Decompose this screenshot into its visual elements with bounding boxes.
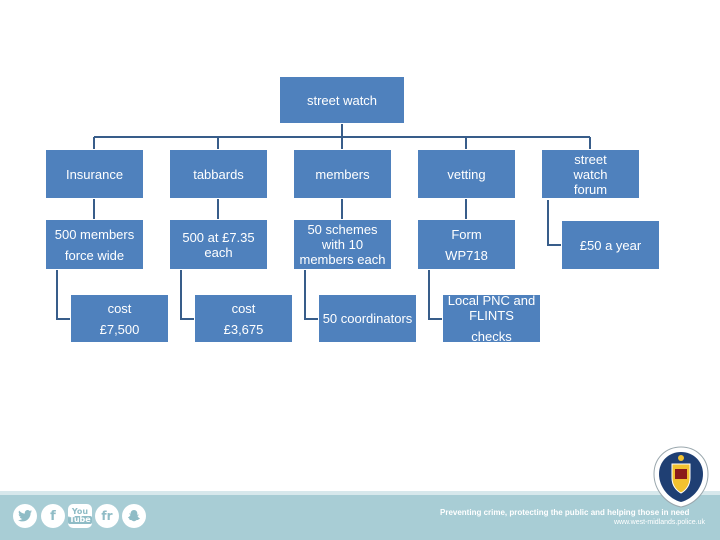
node-label-line: members each — [299, 252, 386, 267]
node-members: members — [293, 149, 392, 199]
node-street-watch: street watch — [279, 76, 405, 124]
node-label-line: 50 schemes — [307, 222, 378, 237]
node-label-line: Local PNC and — [447, 293, 536, 308]
node-label: street watch — [306, 92, 378, 108]
node-label-line: Form — [451, 226, 482, 242]
node-tabbards: tabbards — [169, 149, 268, 199]
node-label: vetting — [447, 166, 486, 182]
node-insurance: Insurance — [45, 149, 144, 199]
node-vetting: vetting — [417, 149, 516, 199]
node-cost-insurance: cost £7,500 — [70, 294, 169, 343]
node-label: £50 a year — [579, 237, 642, 253]
node-500-members: 500 members force wide — [45, 219, 144, 270]
flickr-icon[interactable]: fr — [95, 504, 119, 528]
node-label: tabbards — [193, 166, 244, 182]
node-label-line: FLINTS — [469, 308, 514, 323]
node-form-wp718: Form WP718 — [417, 219, 516, 270]
node-label-line: £3,675 — [223, 321, 264, 337]
snapchat-icon[interactable] — [122, 504, 146, 528]
node-street-watch-forum: street watch forum — [541, 149, 640, 199]
node-label-line: with 10 — [321, 237, 364, 252]
police-crest-logo — [653, 446, 709, 508]
node-label-line: checks — [471, 329, 512, 344]
footer-tagline: Preventing crime, protecting the public … — [440, 508, 690, 517]
node-local-pnc-checks: Local PNC and FLINTS checks — [442, 293, 541, 344]
node-label: Insurance — [65, 166, 124, 182]
node-50-schemes: 50 schemes with 10 members each — [293, 219, 392, 270]
footer-website-link[interactable]: www.west-midlands.police.uk — [613, 519, 705, 526]
node-cost-tabbards: cost £3,675 — [194, 294, 293, 343]
facebook-icon[interactable]: f — [41, 504, 65, 528]
twitter-icon[interactable] — [13, 504, 37, 528]
footer-divider — [0, 491, 720, 495]
node-label: street watch forum — [573, 151, 608, 197]
node-label-line: each — [204, 244, 233, 260]
node-500-at-cost: 500 at £7.35 each — [169, 219, 268, 270]
node-label-line: WP718 — [445, 247, 488, 263]
node-50-a-year: £50 a year — [561, 220, 660, 270]
node-label: 50 coordinators — [322, 311, 413, 326]
node-label-line: cost — [231, 300, 256, 316]
node-label-line: cost — [107, 300, 132, 316]
footer-band — [0, 495, 720, 540]
node-label-line: 500 members — [54, 226, 135, 242]
node-label-line: force wide — [64, 247, 125, 263]
node-label-line: £7,500 — [99, 321, 140, 337]
node-label-line: 500 at £7.35 — [182, 229, 255, 245]
node-label: members — [315, 166, 370, 182]
node-50-coordinators: 50 coordinators — [318, 294, 417, 343]
